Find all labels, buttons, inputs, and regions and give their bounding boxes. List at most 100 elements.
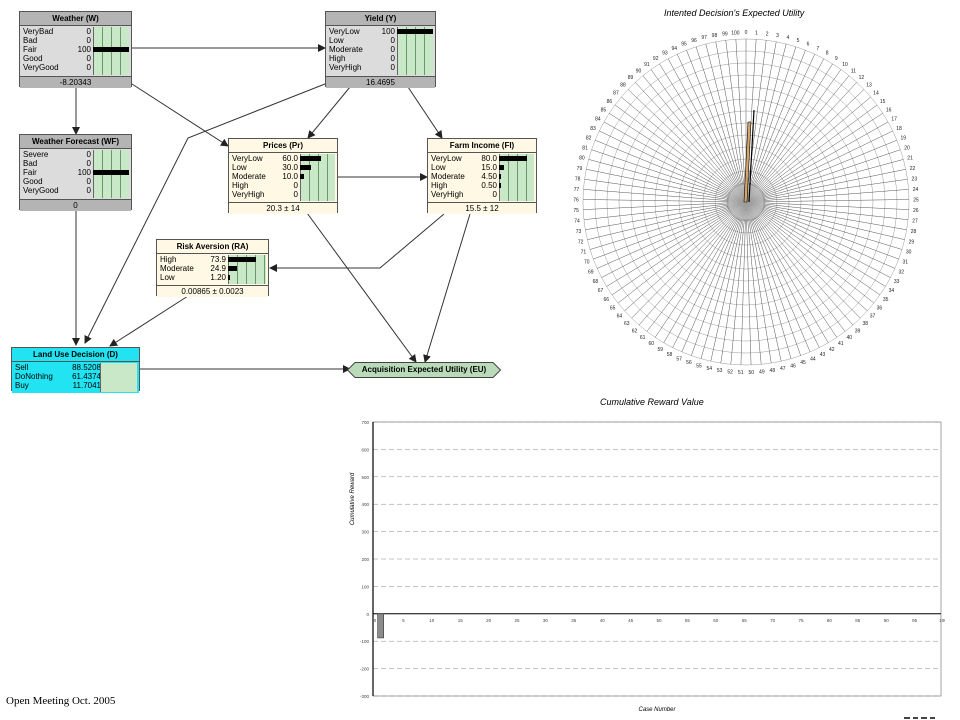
polar-spoke-label: 16 [886,107,892,113]
x-tick-label: 70 [770,618,776,623]
polar-spoke [745,201,905,240]
node-yield[interactable]: Yield (Y) VeryLow Low Moderate High Very… [325,11,436,88]
belief-bar [93,170,129,175]
polar-spoke-label: 37 [870,313,876,319]
x-tick-label: 90 [884,618,890,623]
polar-spoke [745,201,907,230]
state-label: Fair [23,168,37,177]
polar-spoke-label: 33 [894,279,900,285]
state-value: 100 [381,27,395,36]
polar-spoke [745,139,897,203]
belief-bar [228,275,230,280]
x-tick-label: 30 [543,618,549,623]
state-label: Moderate [329,45,363,54]
state-value: 24.9 [210,264,226,273]
polar-spoke-label: 6 [807,42,810,48]
polar-spoke-label: 99 [722,31,728,37]
belief-bar [300,174,304,179]
state-value: 0 [86,27,91,36]
node-weather-forecast[interactable]: Weather Forecast (WF) Severe Bad Fair Go… [19,134,132,211]
polar-spoke-label: 75 [573,208,579,214]
polar-spoke-label: 15 [880,99,886,105]
polar-spoke [745,179,908,203]
polar-spoke-label: 51 [738,370,744,376]
polar-spoke-label: 53 [717,368,723,374]
polar-spoke-label: 4 [786,35,789,41]
node-decision-title: Land Use Decision (D) [12,348,139,362]
polar-spoke-label: 22 [910,166,916,172]
polar-spoke [635,82,747,203]
polar-spoke [745,96,871,203]
polar-spoke [583,201,747,210]
polar-spoke-label: 39 [855,328,861,334]
polar-spoke [745,201,891,278]
node-risk-aversion[interactable]: Risk Aversion (RA) High Moderate Low 73.… [156,239,269,297]
polar-spoke-label: 20 [904,145,910,151]
polar-spoke [677,54,747,203]
node-forecast-expected: 0 [20,199,131,211]
polar-spoke [745,201,868,312]
link-yield-prices [307,86,351,139]
node-acquisition-utility[interactable]: Acquisition Expected Utility (EU) [347,362,501,378]
polar-spoke [695,46,747,203]
state-label: High [232,181,249,190]
polar-spoke-label: 28 [911,229,917,235]
polar-spoke-label: 11 [851,68,856,74]
state-label: Bad [23,159,38,168]
polar-spoke-label: 93 [662,51,668,57]
polar-spoke [667,58,747,203]
node-farm-income[interactable]: Farm Income (FI) VeryLow Low Moderate Hi… [427,138,537,214]
polar-value-needle [748,109,755,203]
state-label: High [431,181,448,190]
x-tick-label: 65 [742,618,748,623]
x-tick-label: 50 [656,618,662,623]
x-tick-label: 10 [429,618,435,623]
node-utility-title: Acquisition Expected Utility (EU) [361,365,487,374]
state-label: VeryHigh [431,190,464,199]
polar-spoke [745,201,752,365]
x-tick-label: 40 [600,618,606,623]
polar-spoke-label: 27 [912,218,918,224]
polar-value-spike [743,121,752,203]
polar-spoke-label: 95 [681,42,687,48]
polar-spoke [663,201,747,343]
polar-spoke [740,201,747,365]
node-land-use-decision[interactable]: Land Use Decision (D) Sell DoNothing Buy… [11,347,140,393]
x-axis-label: Case Number [638,707,676,713]
state-value: 0 [86,54,91,63]
polar-spoke-label: 45 [800,360,806,366]
polar-spoke [745,75,850,203]
polar-spoke-label: 63 [624,321,630,327]
polar-spoke-label: 1 [755,30,758,36]
polar-spoke-label: 90 [636,68,642,74]
state-label: Low [431,163,446,172]
polar-spoke-label: 42 [829,347,835,353]
state-value: 100 [77,168,91,177]
state-value: 0 [86,159,91,168]
state-value: 100 [77,45,91,54]
polar-spoke-label: 79 [577,166,583,172]
polar-spoke [654,201,747,338]
polar-spoke [745,89,865,203]
polar-spoke [730,201,747,365]
belief-bars [93,150,129,198]
y-tick-label: 500 [361,475,369,480]
cut-off-glyphs [904,717,935,719]
polar-spoke [745,201,886,287]
polar-spoke-label: 65 [610,305,616,311]
polar-spoke-label: 55 [696,363,702,369]
polar-spoke-label: 71 [581,250,587,256]
link-yield-income [407,86,443,139]
decision-value: 61.4374 [72,372,101,381]
polar-spoke [725,40,747,203]
node-weather[interactable]: Weather (W) VeryBad Bad Fair Good VeryGo… [19,11,132,88]
polar-spoke [745,201,820,348]
polar-spoke-label: 7 [816,46,819,52]
polar-spoke [745,201,838,338]
polar-spoke-label: 12 [859,75,865,81]
polar-spoke-label: 14 [873,91,879,97]
polar-spoke-label: 70 [584,260,590,266]
node-prices[interactable]: Prices (Pr) VeryLow Low Moderate High Ve… [228,138,338,214]
polar-spoke [745,201,782,362]
